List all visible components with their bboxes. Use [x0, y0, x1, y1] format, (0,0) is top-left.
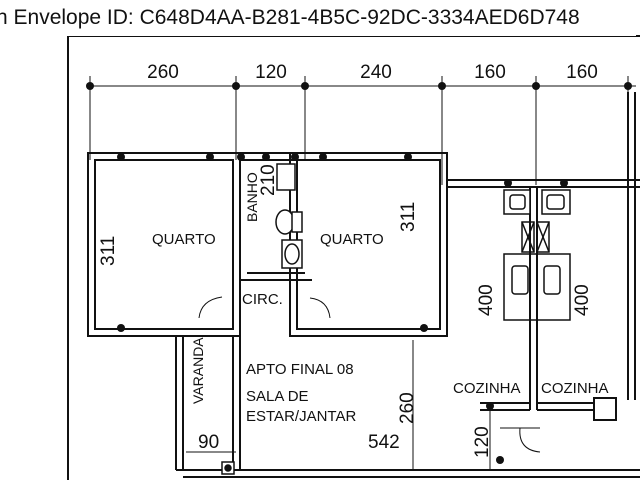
- dim-sala-width: 542: [368, 432, 400, 453]
- dim-cozinha-right-height: 400: [572, 284, 593, 316]
- outer-frame: [67, 35, 640, 480]
- dim-top-4: 160: [474, 62, 506, 83]
- dim-quarto-right-height: 311: [398, 202, 419, 232]
- top-dimension-chain: [89, 76, 636, 185]
- interior-dimension-lines: [186, 340, 491, 470]
- room-label-sala-line1: SALA DE: [246, 388, 309, 405]
- room-label-quarto-right: QUARTO: [320, 231, 384, 248]
- top-dimension-ticks: [86, 82, 632, 90]
- walls: [87, 92, 640, 478]
- dim-top-1: 260: [147, 62, 179, 83]
- envelope-id-header: n Envelope ID: C648D4AA-B281-4B5C-92DC-3…: [0, 0, 636, 36]
- room-label-circ: CIRC.: [242, 291, 283, 308]
- room-label-banho: BANHO: [244, 172, 260, 222]
- kitchen-sink-right: [541, 189, 571, 215]
- dim-cozinha-left-height: 400: [476, 284, 497, 316]
- dim-varanda-width: 90: [198, 432, 219, 453]
- bathroom-fixtures: [275, 163, 303, 269]
- room-label-cozinha-left: COZINHA: [453, 380, 521, 397]
- dim-top-2: 120: [255, 62, 287, 83]
- kitchen-sink-left: [503, 189, 531, 215]
- dim-top-5: 160: [566, 62, 598, 83]
- floor-drain: [221, 461, 235, 475]
- dim-entry-height: 120: [472, 426, 493, 458]
- room-label-quarto-left: QUARTO: [152, 231, 216, 248]
- dim-top-3: 240: [360, 62, 392, 83]
- door-swings: [198, 296, 541, 453]
- dim-sala-height: 260: [397, 392, 418, 424]
- wall-junctions: [117, 153, 568, 464]
- kitchen-counter: [503, 221, 571, 321]
- dim-quarto-left-height: 311: [98, 236, 119, 266]
- room-label-cozinha-right: COZINHA: [541, 380, 609, 397]
- room-label-varanda: VARANDA: [190, 337, 206, 404]
- dim-banho-height: 210: [258, 164, 279, 196]
- room-label-sala-line2: ESTAR/JANTAR: [246, 408, 356, 425]
- room-label-apto: APTO FINAL 08: [246, 361, 354, 378]
